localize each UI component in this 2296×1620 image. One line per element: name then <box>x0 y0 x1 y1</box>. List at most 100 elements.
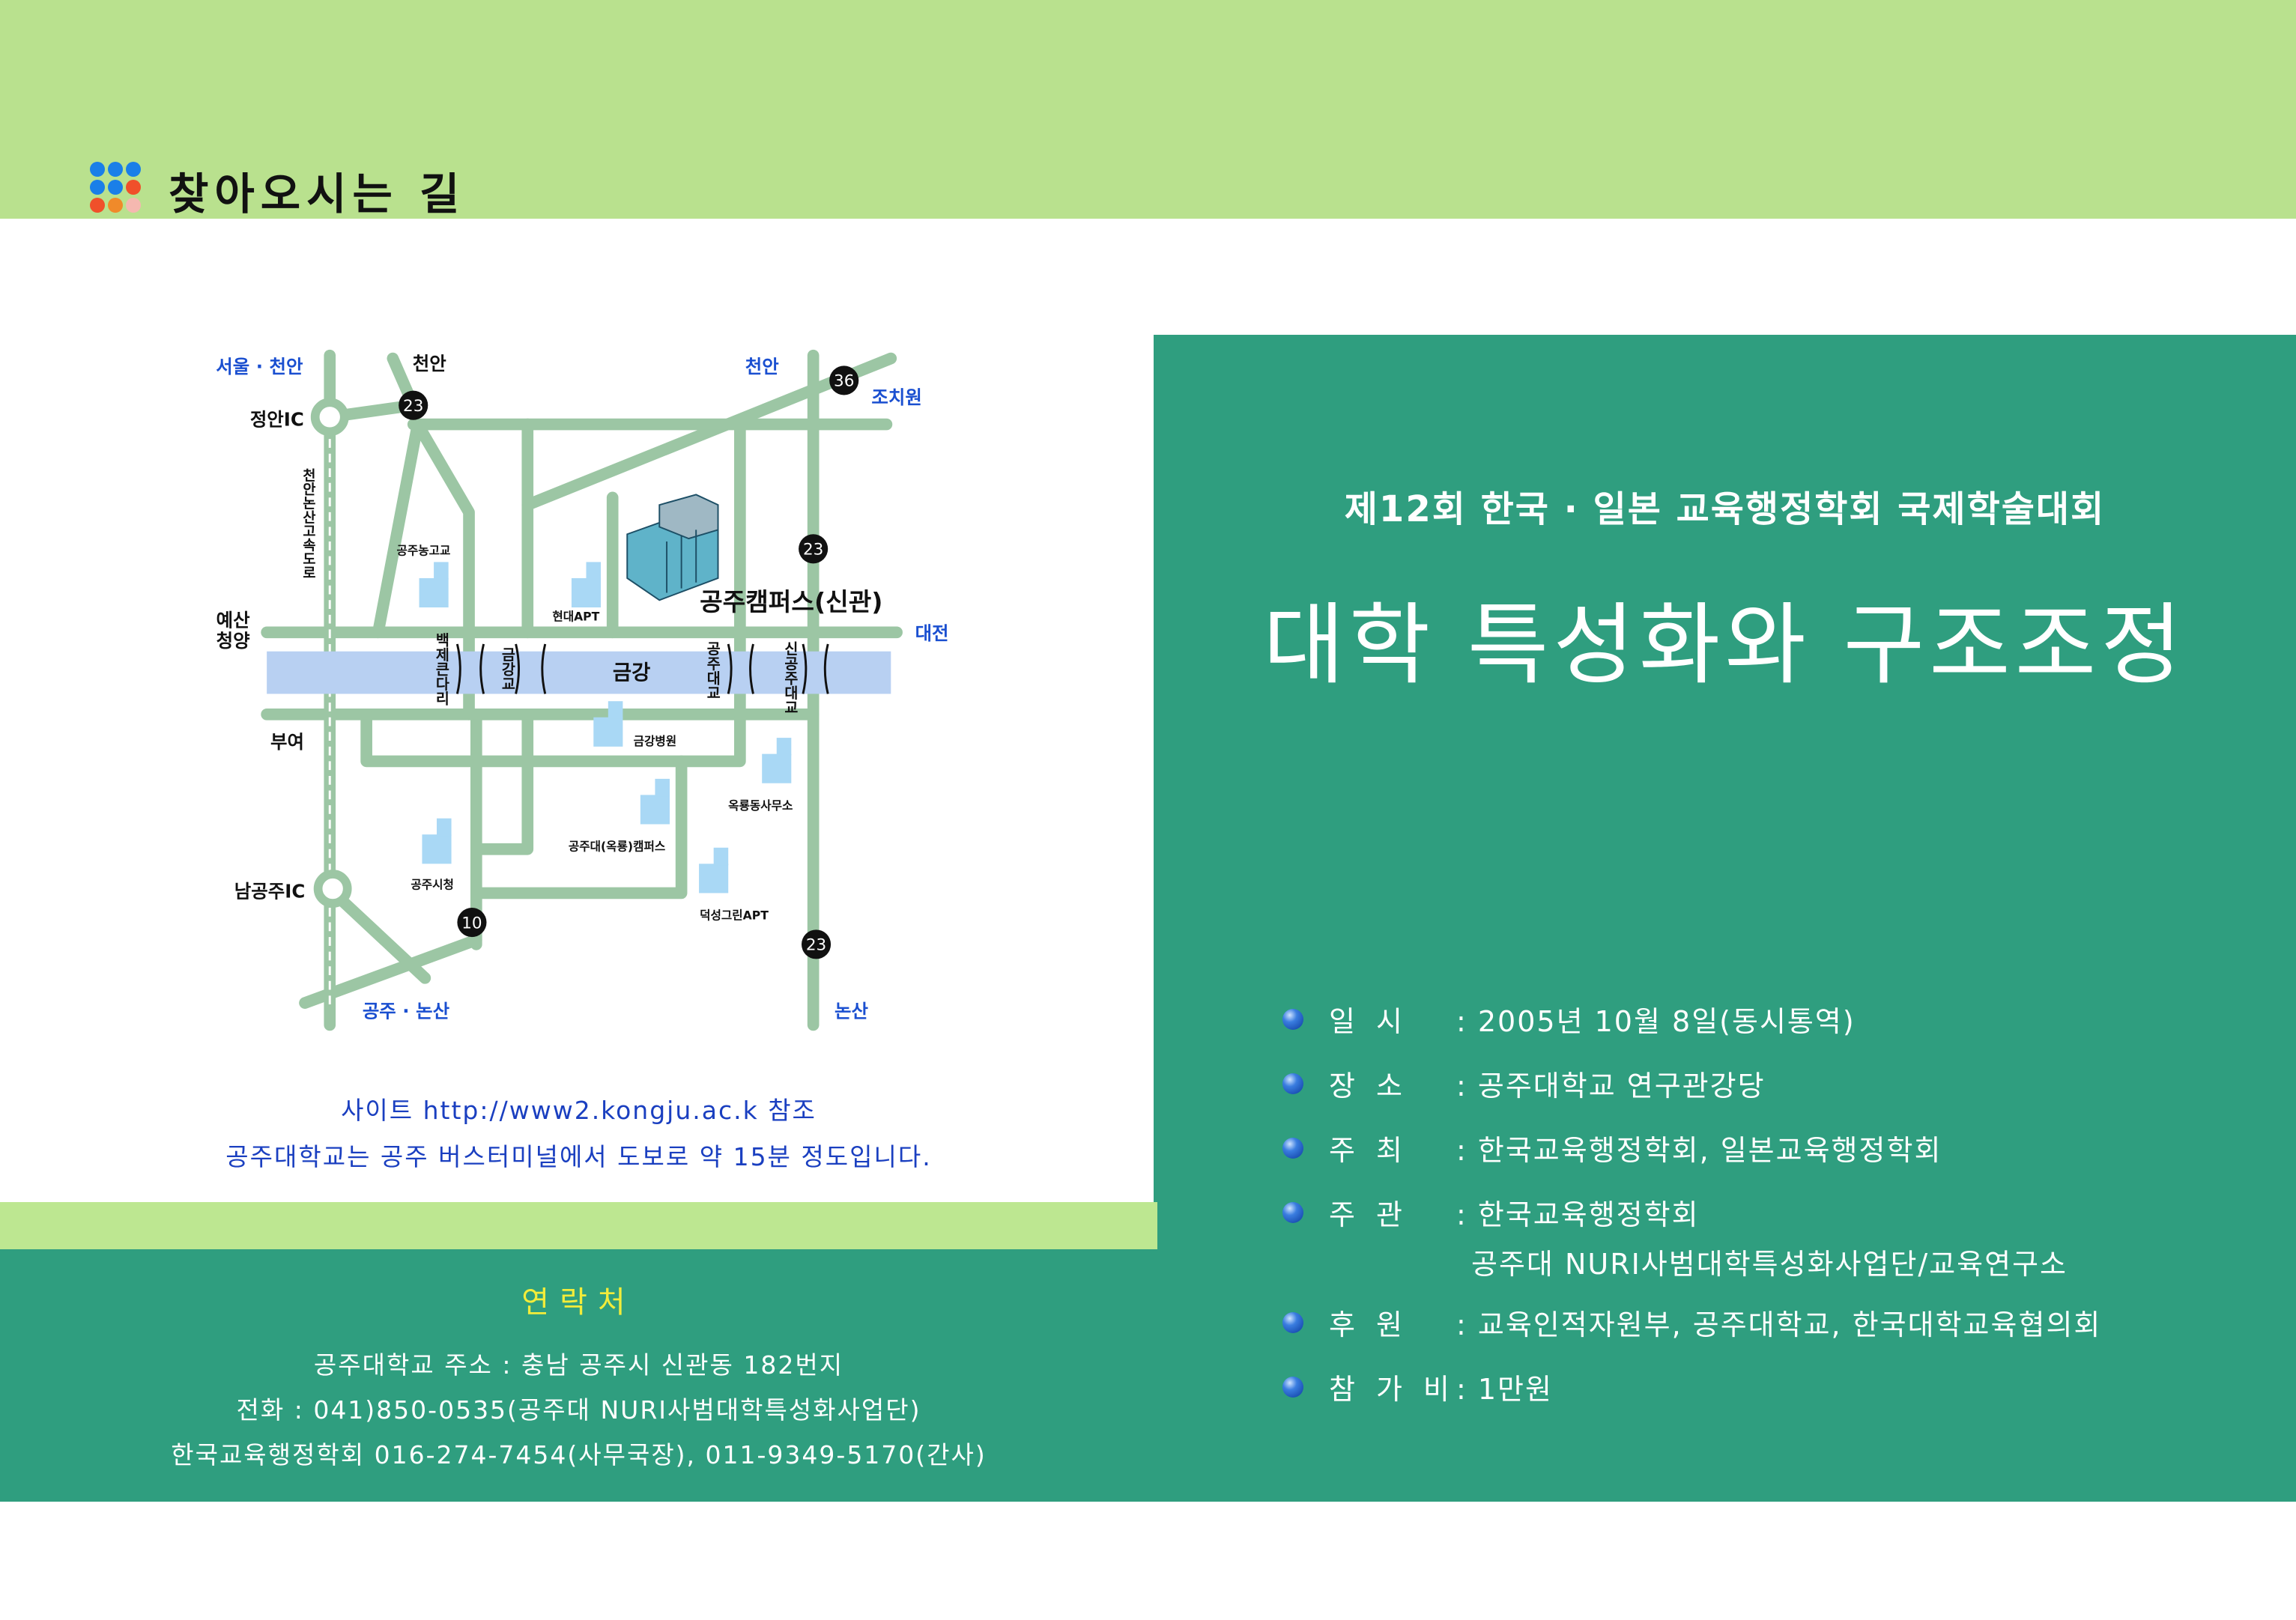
bullet-icon <box>1282 1376 1303 1398</box>
interchange-icon <box>313 870 352 908</box>
walking-note: 공주대학교는 공주 버스터미널에서 도보로 약 15분 정도입니다. <box>225 1142 932 1171</box>
route-number: 23 <box>403 397 423 416</box>
info-value: : 2005년 10월 8일(동시통역) <box>1456 1005 1856 1038</box>
map-label: 정안IC <box>250 409 304 431</box>
map-label: 신공주대교 <box>781 641 799 715</box>
building-icon <box>640 778 670 825</box>
info-value: : 한국교육행정학회 <box>1456 1198 1700 1231</box>
info-value: : 1만원 <box>1456 1373 1553 1406</box>
event-subtitle: 제12회 한국 · 일본 교육행정학회 국제학술대회 <box>1344 488 2106 530</box>
map-label: 공주시청 <box>411 878 454 892</box>
info-label: 참가비 <box>1329 1373 1470 1406</box>
route-number: 36 <box>834 372 854 391</box>
map-label: 옥룡동사무소 <box>728 798 793 813</box>
route-marker-icon: 23 <box>399 390 428 420</box>
map-label: 조치원 <box>871 386 921 408</box>
contact-panel <box>0 1249 1157 1502</box>
info-label: 장소 <box>1329 1070 1423 1102</box>
campus-building-icon <box>626 494 719 601</box>
map-label: 백제큰다리 <box>432 632 449 706</box>
map-label: 덕성그린APT <box>700 908 769 923</box>
info-row: 참가비: 1만원 <box>1282 1366 1553 1407</box>
map-label: 서울 · 천안 <box>216 356 303 377</box>
info-row: 주관 : 한국교육행정학회 <box>1282 1192 1700 1233</box>
map-label: 공주대교 <box>703 641 721 700</box>
map-label: 남공주IC <box>234 880 305 902</box>
logo-dot <box>108 198 123 213</box>
info-value: : 공주대학교 연구관강당 <box>1456 1070 1766 1102</box>
map-label: 부여 <box>270 731 304 753</box>
info-value: : 한국교육행정학회, 일본교육행정학회 <box>1456 1134 1942 1167</box>
interchange-icon <box>310 398 349 437</box>
campus-label: 공주캠퍼스(신관) <box>700 587 882 616</box>
route-number: 23 <box>806 936 826 955</box>
divider-strip <box>0 1202 1157 1250</box>
map-label: 대전 <box>915 622 949 644</box>
building-icons <box>419 562 792 894</box>
building-icon <box>593 701 623 747</box>
route-number: 23 <box>803 541 823 559</box>
info-label: 주관 <box>1329 1198 1423 1231</box>
directions-map: 23 36 23 10 23 서울 · 천안 천안 천안 조치원 정안IC 천안논산고속… <box>216 349 949 1031</box>
logo-dot <box>90 162 105 177</box>
bullet-icon <box>1282 1008 1303 1030</box>
logo-dot <box>108 180 123 195</box>
map-label: 천안 <box>413 353 446 374</box>
route-marker-icon: 10 <box>457 907 487 938</box>
header-band <box>0 0 2296 219</box>
map-label: 공주대(옥룡)캠퍼스 <box>569 840 665 854</box>
bullet-icon <box>1282 1073 1303 1094</box>
building-icon <box>699 847 729 894</box>
map-label: 천안 <box>745 356 779 377</box>
website-note: 사이트 http://www2.kongju.ac.k 참조 <box>341 1096 817 1125</box>
info-row: 후원 : 교육인적자원부, 공주대학교, 한국대학교육협의회 <box>1282 1302 2101 1343</box>
logo-dot <box>126 198 141 213</box>
route-marker-icon: 23 <box>799 534 829 564</box>
info-value: : 교육인적자원부, 공주대학교, 한국대학교육협의회 <box>1456 1308 2102 1341</box>
info-label: 후원 <box>1329 1308 1423 1341</box>
bullet-icon <box>1282 1201 1303 1223</box>
logo-dot <box>126 180 141 195</box>
route-number: 10 <box>461 914 482 932</box>
contact-society-phone: 한국교육행정학회 016-274-7454(사무국장), 011-9349-51… <box>171 1440 987 1469</box>
map-label: 논산 <box>835 1001 868 1022</box>
bullet-icon <box>1282 1311 1303 1333</box>
event-panel <box>1154 335 2296 1502</box>
map-label: 금강병원 <box>634 734 677 748</box>
logo-dot <box>90 180 105 195</box>
info-row: 공주대 NURI사범대학특성화사업단/교육연구소 <box>1282 1241 2068 1282</box>
map-label: 공주 · 논산 <box>363 1001 450 1022</box>
river-label: 금강 <box>613 661 650 685</box>
event-title: 대학 특성화와 구조조정 <box>1263 593 2187 697</box>
map-label: 공주농고교 <box>396 544 450 558</box>
map-label: 예산 <box>216 609 250 631</box>
info-row: 장소 : 공주대학교 연구관강당 <box>1282 1063 1766 1104</box>
info-value: 공주대 NURI사범대학특성화사업단/교육연구소 <box>1471 1248 2068 1281</box>
logo-dot <box>90 198 105 213</box>
map-label: 천안논산고속도로 <box>300 468 315 580</box>
building-icon <box>419 562 449 608</box>
contact-phone: 전화 : 041)850-0535(공주대 NURI사범대학특성화사업단) <box>236 1395 921 1425</box>
route-markers: 23 36 23 10 23 <box>399 365 859 959</box>
building-icon <box>571 562 602 608</box>
info-label: 주최 <box>1329 1134 1423 1167</box>
contact-title: 연락처 <box>521 1285 636 1320</box>
building-icon <box>422 818 452 864</box>
bullet-icon <box>1282 1137 1303 1159</box>
map-label: 현대APT <box>552 610 599 624</box>
info-row: 일시 : 2005년 10월 8일(동시통역) <box>1282 998 1856 1040</box>
bridge-brackets <box>455 643 829 694</box>
river <box>267 651 891 694</box>
info-label: 일시 <box>1329 1005 1423 1038</box>
map-label: 금강교 <box>498 647 515 691</box>
route-marker-icon: 36 <box>829 365 859 395</box>
dots-logo-icon <box>90 162 142 214</box>
logo-dot <box>108 162 123 177</box>
logo-dot <box>126 162 141 177</box>
route-marker-icon: 23 <box>801 929 832 959</box>
page-title: 찾아오시는 길 <box>169 169 466 219</box>
contact-address: 공주대학교 주소 : 충남 공주시 신관동 182번지 <box>313 1350 844 1380</box>
building-icon <box>762 738 792 783</box>
info-row: 주최 : 한국교육행정학회, 일본교육행정학회 <box>1282 1127 1942 1168</box>
map-label: 청양 <box>216 630 250 652</box>
